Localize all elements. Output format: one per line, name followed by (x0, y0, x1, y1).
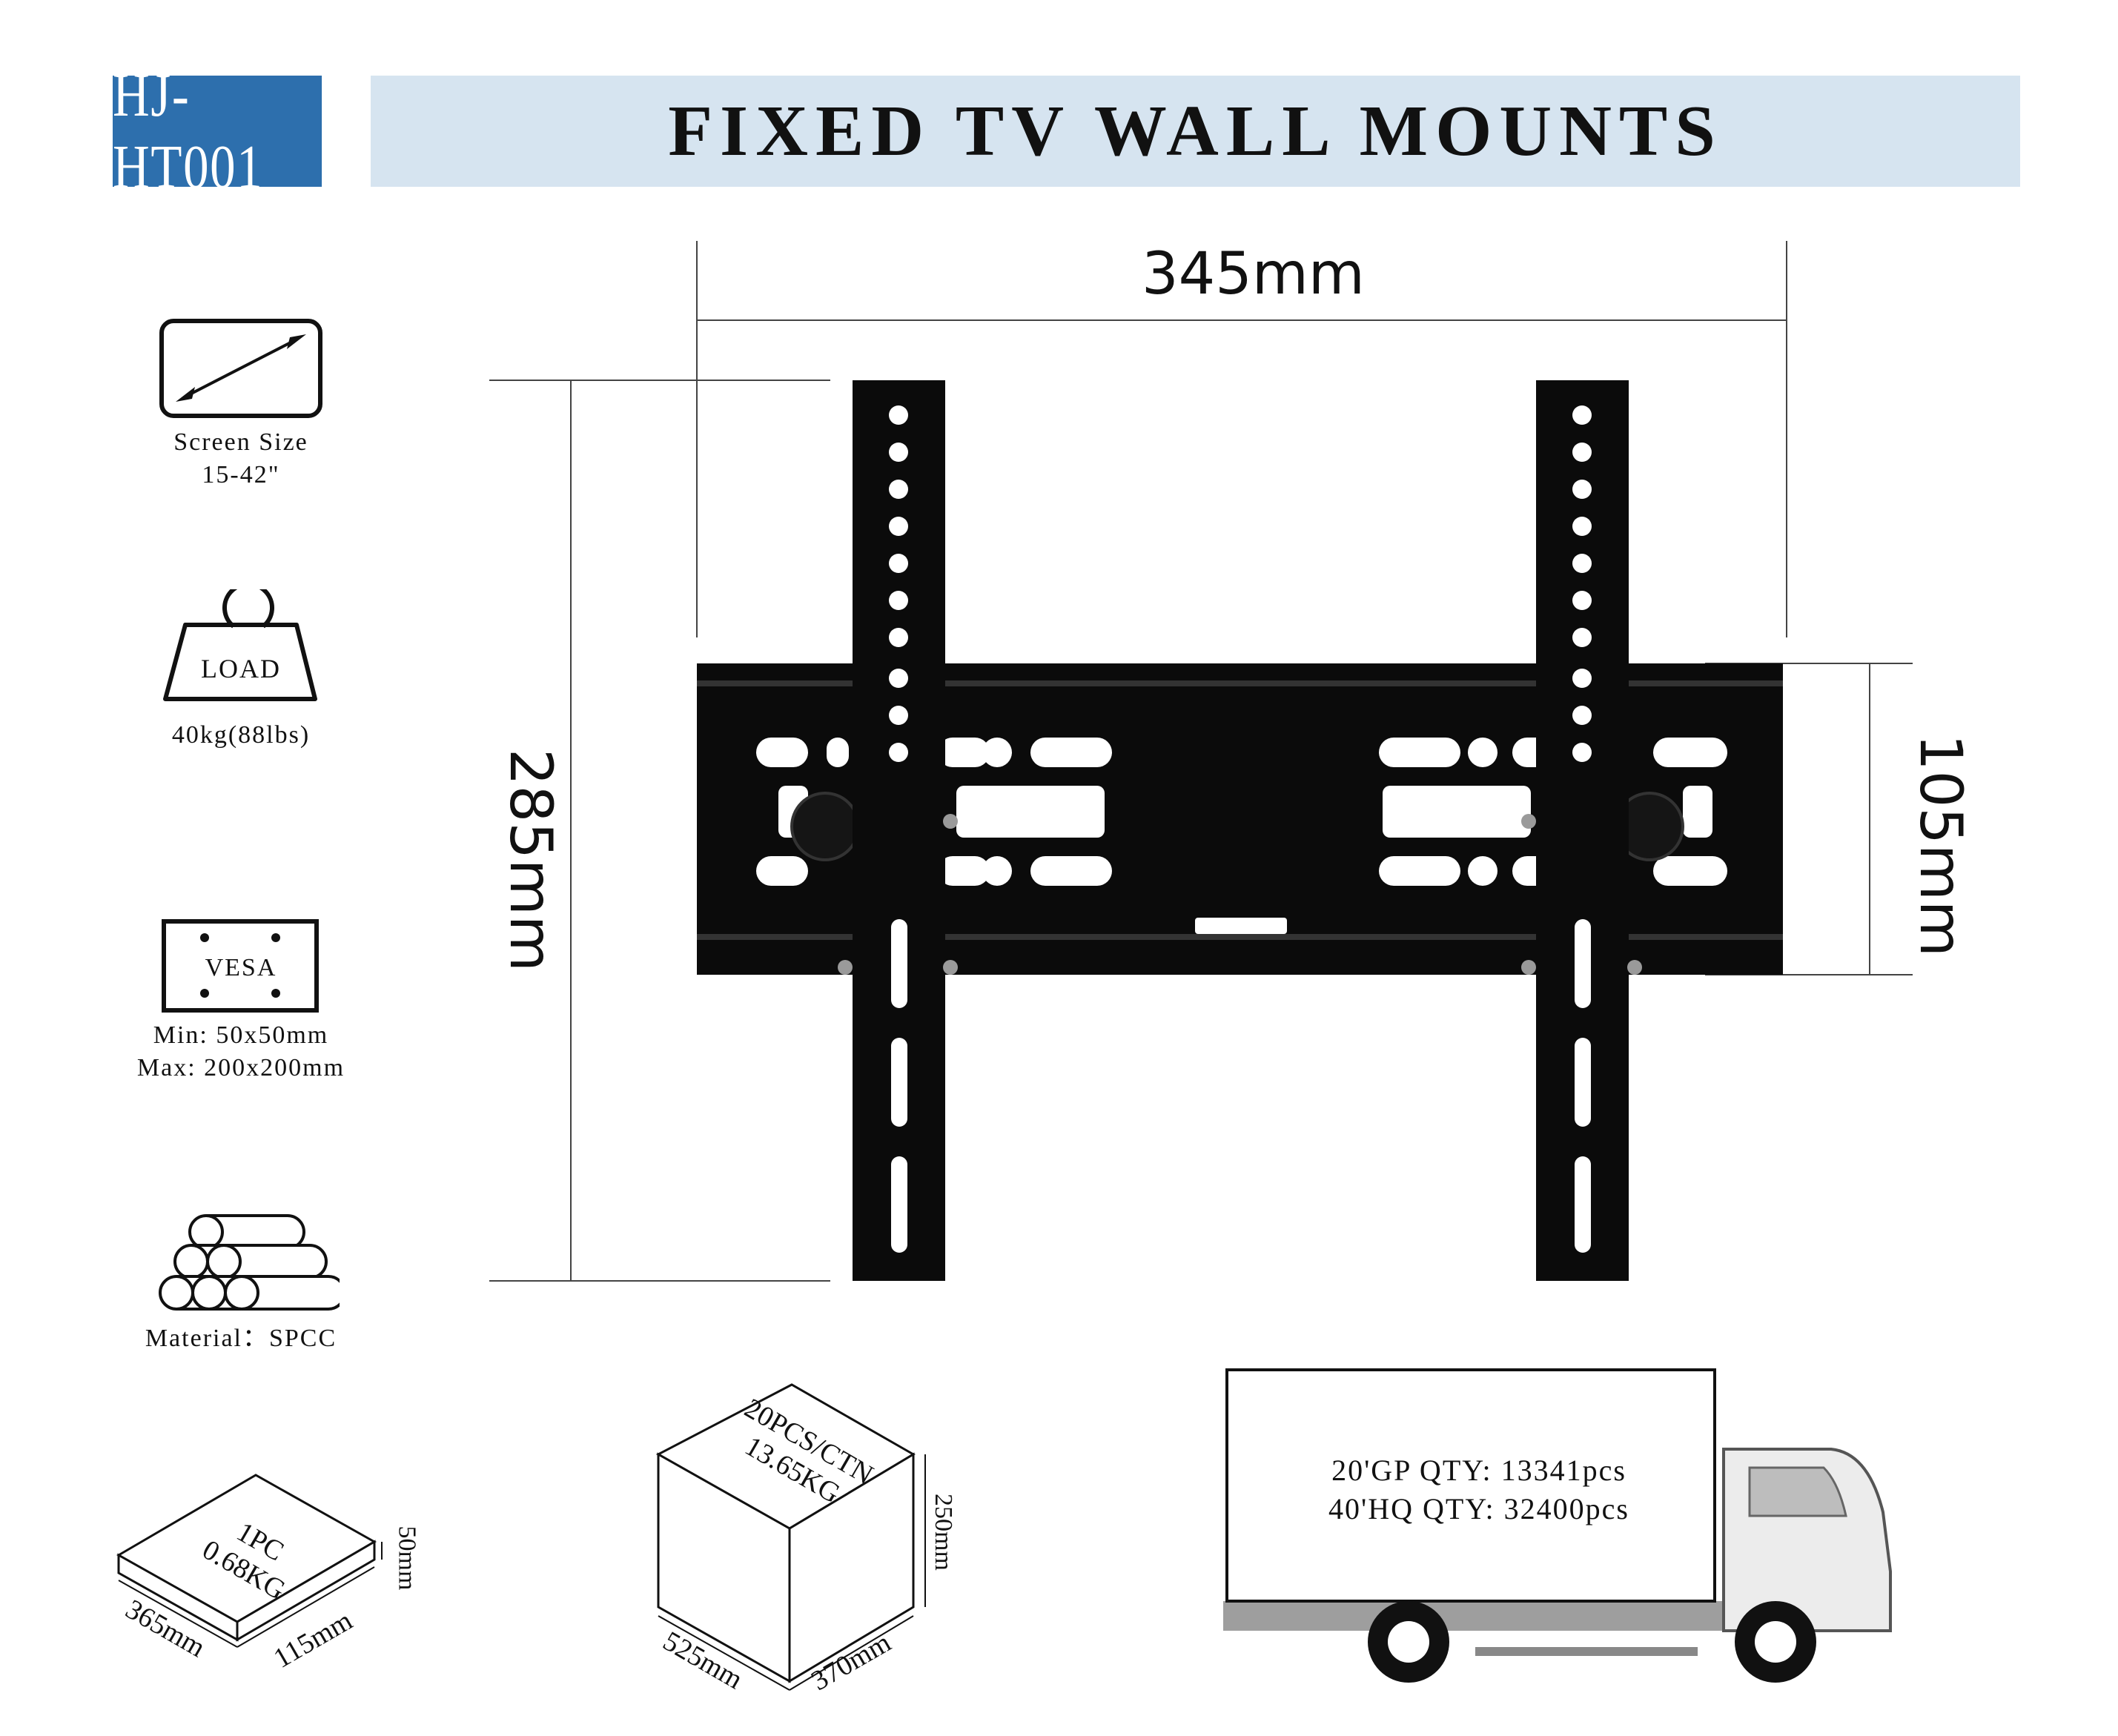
shipping-capacity: 20'GP QTY: 13341pcs 40'HQ QTY: 32400pcs (1234, 1451, 1724, 1528)
hq40-qty: 40'HQ QTY: 32400pcs (1328, 1492, 1629, 1525)
screen-size-value: 15-42" (202, 461, 280, 488)
gp20-qty: 20'GP QTY: 13341pcs (1331, 1454, 1626, 1487)
vesa-min: Min: 50x50mm (153, 1021, 329, 1049)
carton-drawing (655, 1383, 916, 1683)
vesa-icon-text: VESA (205, 954, 277, 981)
screen-size-label: Screen Size (173, 428, 308, 456)
screen-size-spec: Screen Size 15-42" (141, 426, 341, 491)
vesa-max: Max: 200x200mm (136, 1054, 345, 1081)
load-icon-text: LOAD (201, 654, 281, 683)
width-dimension-label: 345mm (1142, 241, 1365, 308)
vesa-spec: Min: 50x50mm Max: 200x200mm (111, 1019, 371, 1084)
page-title: FIXED TV WALL MOUNTS (668, 91, 1723, 171)
model-badge: HJ-HT001 (113, 61, 322, 202)
single-box-drawing (116, 1474, 377, 1642)
model-number: HJ-HT001 (113, 61, 264, 202)
single-height: 50mm (393, 1525, 421, 1591)
rail-height-dimension-label: 105mm (1907, 734, 1973, 957)
material-spec: Material：SPCC (145, 1325, 337, 1352)
vesa-icon (162, 919, 319, 1013)
steel-pipes-icon (159, 1214, 340, 1311)
weight-icon (163, 589, 317, 701)
screen-size-icon (159, 319, 322, 418)
carton-height: 250mm (929, 1494, 957, 1571)
vertical-arms (838, 380, 1642, 1281)
load-value: 40kg(88lbs) (171, 721, 311, 749)
height-dimension-label: 285mm (497, 749, 563, 972)
title-bar: FIXED TV WALL MOUNTS (371, 76, 2020, 187)
dimension-lines (489, 241, 1913, 1282)
truck-drawing (1223, 1368, 1892, 1683)
